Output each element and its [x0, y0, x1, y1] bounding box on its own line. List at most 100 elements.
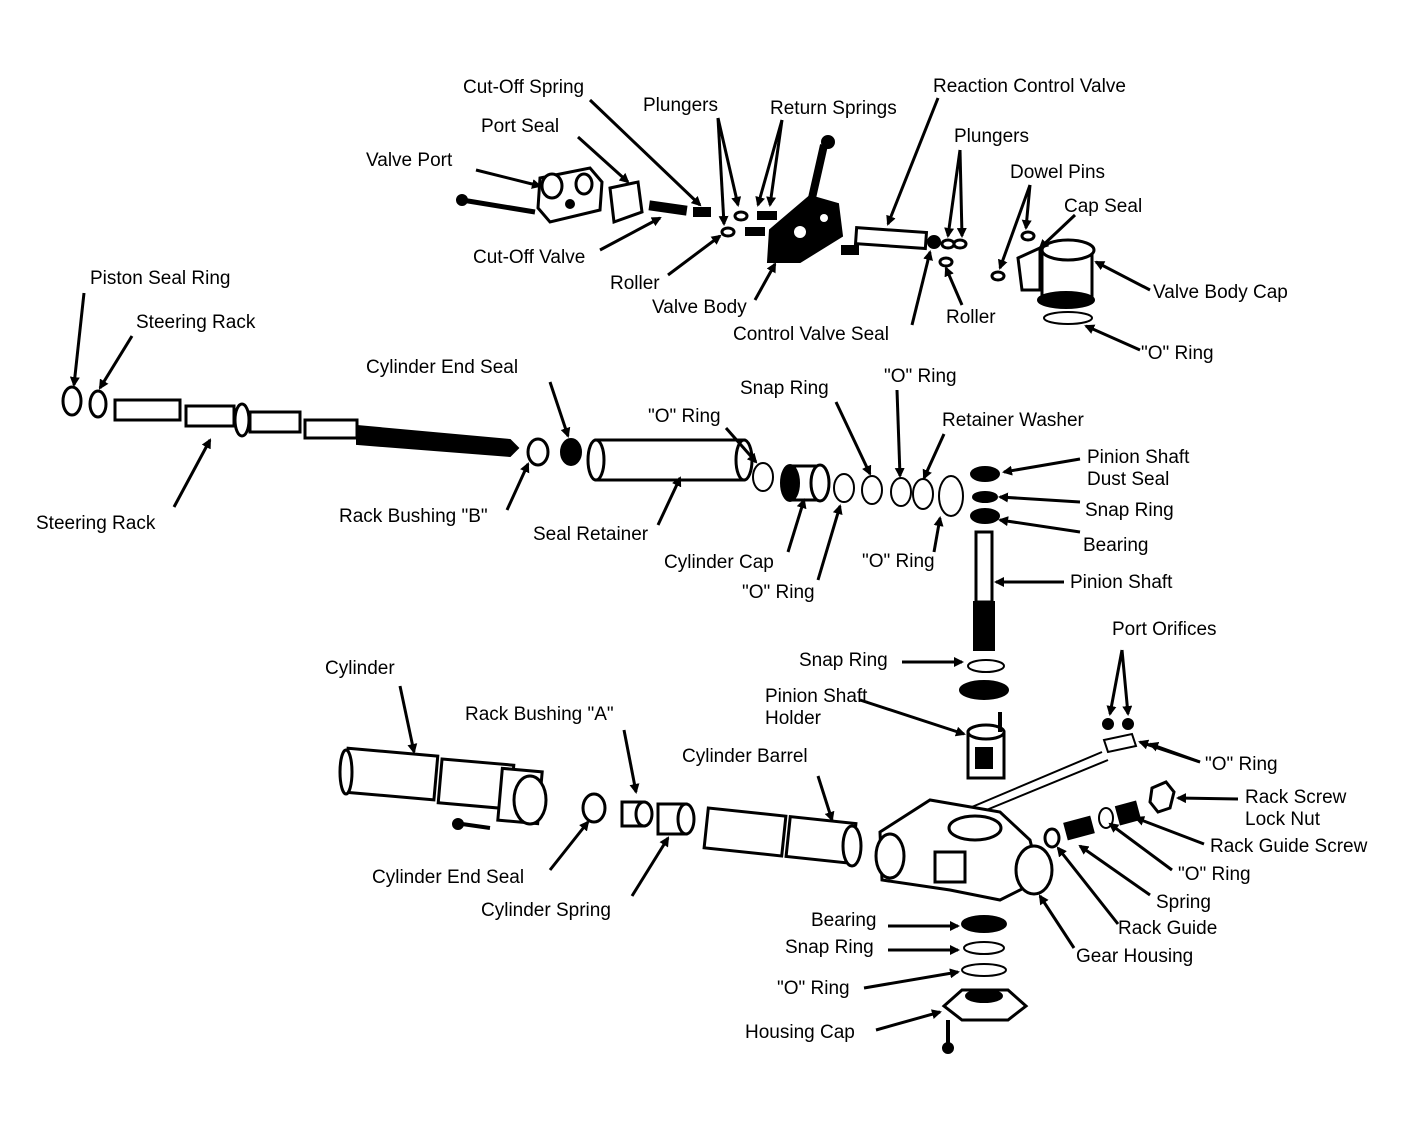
gear-housing-part [874, 798, 1054, 902]
label-port-seal: Port Seal [481, 116, 560, 137]
label-dowel-pins: Dowel Pins [1010, 162, 1106, 183]
label-bearing-top: Bearing [1083, 535, 1149, 556]
label-seal-retainer: Seal Retainer [533, 524, 649, 545]
label-port-orifices: Port Orifices [1112, 619, 1217, 640]
label-roller-left: Roller [610, 273, 660, 294]
leader-arrows [69, 97, 1239, 1032]
label-valve-body-cap: Valve Body Cap [1153, 282, 1288, 303]
o-ring-cylcap-part [833, 473, 855, 503]
valve-port-part [536, 166, 604, 224]
roller-left-part [720, 226, 736, 238]
label-cylinder-cap: Cylinder Cap [664, 552, 774, 573]
label-cylinder-end-seal-top: Cylinder End Seal [366, 357, 519, 378]
rack-bushing-b-part [526, 437, 550, 467]
cylinder-spring-part [656, 802, 696, 836]
label-snap-ring-bottom: Snap Ring [785, 937, 874, 958]
housing-cap-bolt-part [942, 1020, 954, 1054]
valve-port-bolt [456, 194, 536, 215]
cylinder-bolt-part [452, 818, 491, 830]
label-o-ring-top-mid: "O" Ring [884, 366, 957, 387]
o-ring-lower-mid-part [938, 475, 964, 517]
holder-bearing-part [959, 680, 1009, 700]
label-spring: Spring [1156, 892, 1211, 913]
label-rack-bushing-a: Rack Bushing "A" [465, 704, 614, 725]
snap-ring-mid-part [861, 475, 883, 505]
cylinder-end-seal-bottom-part [581, 792, 607, 824]
cutoff-spring-part [693, 207, 711, 217]
label-snap-ring-holder: Snap Ring [799, 650, 888, 671]
label-o-ring-left-mid: "O" Ring [648, 406, 721, 427]
port-seal-part [608, 180, 644, 225]
steering-rack-part [113, 398, 520, 458]
label-pinion-dust-seal-1: Pinion Shaft [1087, 447, 1190, 468]
label-rack-bushing-b: Rack Bushing "B" [339, 506, 488, 527]
rack-screw-lock-nut-part [1148, 780, 1176, 814]
rack-guide-screw-part [1114, 800, 1142, 826]
label-cutoff-spring: Cut-Off Spring [463, 77, 585, 98]
bearing-top-part [970, 508, 1000, 524]
label-pinion-dust-seal-2: Dust Seal [1087, 469, 1170, 490]
plunger-top-part [733, 210, 749, 222]
valve-body-cap-part [1016, 238, 1096, 309]
housing-cap-part [941, 988, 1029, 1022]
label-cutoff-valve: Cut-Off Valve [473, 247, 586, 268]
label-pinion-shaft: Pinion Shaft [1070, 572, 1173, 593]
cylinder-barrel-part [702, 806, 863, 868]
bearing-bottom-part [961, 915, 1007, 933]
pinion-dust-seal-part [970, 466, 1000, 482]
cylinder-end-seal-top-part [560, 438, 582, 466]
label-rack-guide: Rack Guide [1118, 918, 1218, 939]
label-o-ring-orifice: "O" Ring [1205, 754, 1278, 775]
o-ring-top-mid-part [890, 477, 912, 507]
control-valve-seal-part [927, 235, 941, 249]
o-ring-left-mid-part [752, 462, 774, 492]
label-valve-body: Valve Body [652, 297, 747, 318]
o-ring-valve-cap-part [1043, 311, 1093, 325]
feed-tube-part [959, 751, 1103, 813]
label-steering-rack-bottom: Steering Rack [36, 513, 156, 534]
label-housing-cap: Housing Cap [745, 1022, 855, 1043]
port-orifice-left-part [1102, 718, 1114, 730]
label-retainer-washer: Retainer Washer [942, 410, 1084, 431]
snap-ring-bottom-part [963, 941, 1005, 955]
spring-part [1063, 815, 1095, 841]
label-valve-port: Valve Port [366, 150, 453, 171]
snap-ring-holder-part [967, 659, 1005, 673]
label-plungers-right: Plungers [954, 126, 1029, 147]
label-cap-seal: Cap Seal [1064, 196, 1143, 217]
label-control-valve-seal: Control Valve Seal [733, 324, 889, 345]
pinion-shaft-part [973, 530, 995, 651]
pinion-shaft-holder-part [966, 712, 1006, 780]
label-bearing-bottom: Bearing [811, 910, 877, 931]
label-cylinder-barrel: Cylinder Barrel [682, 746, 808, 767]
label-o-ring-guide: "O" Ring [1178, 864, 1251, 885]
label-steering-rack-top: Steering Rack [136, 312, 256, 333]
piston-seal-ring-part [61, 385, 83, 417]
cylinder-part [338, 746, 548, 826]
rack-bushing-a-part [620, 800, 654, 828]
label-pinion-holder-1: Pinion Shaft [765, 686, 868, 707]
label-pinion-holder-2: Holder [765, 708, 821, 729]
dowel-pin-left-part [990, 270, 1006, 282]
plunger-right-part [940, 238, 956, 250]
o-ring-bottom-part [961, 963, 1007, 977]
retainer-washer-part [912, 478, 934, 510]
cylinder-cap-part [780, 463, 831, 503]
label-snap-ring-pinion: Snap Ring [1085, 500, 1174, 521]
cutoff-valve-part [648, 200, 688, 216]
return-spring-2-part [757, 211, 777, 220]
label-o-ring-cylcap: "O" Ring [742, 582, 815, 603]
label-rack-screw-lock-nut-1: Rack Screw [1245, 787, 1347, 808]
seal-retainer-part [586, 438, 754, 482]
label-piston-seal-ring: Piston Seal Ring [90, 268, 231, 289]
return-springs-part [745, 227, 765, 236]
label-plungers-top: Plungers [643, 95, 718, 116]
label-o-ring-bottom: "O" Ring [777, 978, 850, 999]
plunger-right-2-part [952, 238, 968, 250]
label-rack-screw-lock-nut-2: Lock Nut [1245, 809, 1320, 830]
o-ring-guide-part [1098, 807, 1114, 829]
roller-right-part [938, 256, 954, 268]
label-reaction-control-valve: Reaction Control Valve [933, 76, 1126, 97]
valve-body-part [766, 135, 859, 263]
